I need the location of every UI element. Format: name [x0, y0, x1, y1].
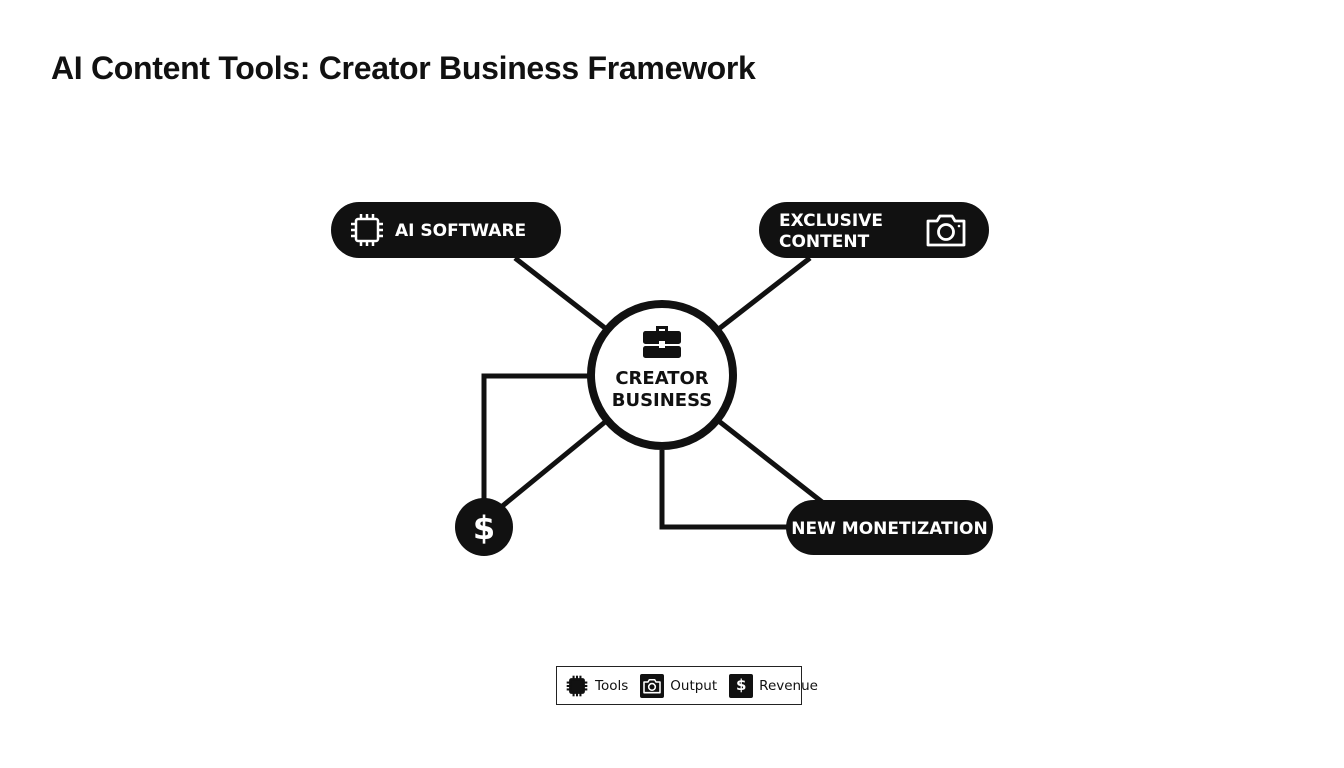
node-ai-software-label: AI SOFTWARE	[395, 221, 526, 241]
legend-label-output: Output	[670, 677, 718, 694]
camera-icon	[926, 214, 966, 247]
connector-exclusive-content	[718, 256, 812, 330]
connector-revenue	[498, 420, 607, 510]
legend-item-revenue: $ Revenue	[729, 673, 818, 698]
camera-icon	[640, 673, 665, 698]
legend-label-revenue: Revenue	[759, 677, 818, 694]
hub-label-line1: CREATOR	[615, 368, 708, 389]
connector-new-monetization	[718, 420, 824, 504]
node-exclusive-content-line2: CONTENT	[779, 232, 870, 252]
briefcase-icon	[643, 326, 681, 358]
node-revenue: $	[455, 498, 513, 556]
legend: Tools Output $ Revenue	[556, 666, 818, 705]
node-new-monetization: NEW MONETIZATION	[786, 500, 993, 555]
hub-label-line2: BUSINESS	[612, 390, 712, 411]
legend-label-tools: Tools	[595, 677, 629, 694]
connector-new-monetization-elbow	[659, 450, 788, 530]
node-new-monetization-label: NEW MONETIZATION	[791, 519, 987, 539]
connector-revenue-elbow	[481, 373, 588, 500]
hub-creator-business: CREATOR BUSINESS	[587, 300, 737, 450]
page-title: AI Content Tools: Creator Business Frame…	[51, 50, 756, 86]
legend-item-output: Output	[640, 673, 718, 698]
chip-icon	[351, 214, 383, 246]
node-exclusive-content-line1: EXCLUSIVE	[779, 211, 883, 231]
connectors	[481, 256, 824, 530]
chip-icon	[565, 674, 589, 698]
legend-dollar-glyph: $	[735, 676, 747, 694]
legend-item-tools: Tools	[565, 674, 628, 698]
node-exclusive-content: EXCLUSIVE CONTENT	[759, 202, 989, 258]
dollar-icon: $	[473, 509, 495, 547]
node-ai-software: AI SOFTWARE	[331, 202, 561, 258]
dollar-icon: $	[729, 673, 754, 698]
connector-ai-software	[513, 256, 607, 330]
